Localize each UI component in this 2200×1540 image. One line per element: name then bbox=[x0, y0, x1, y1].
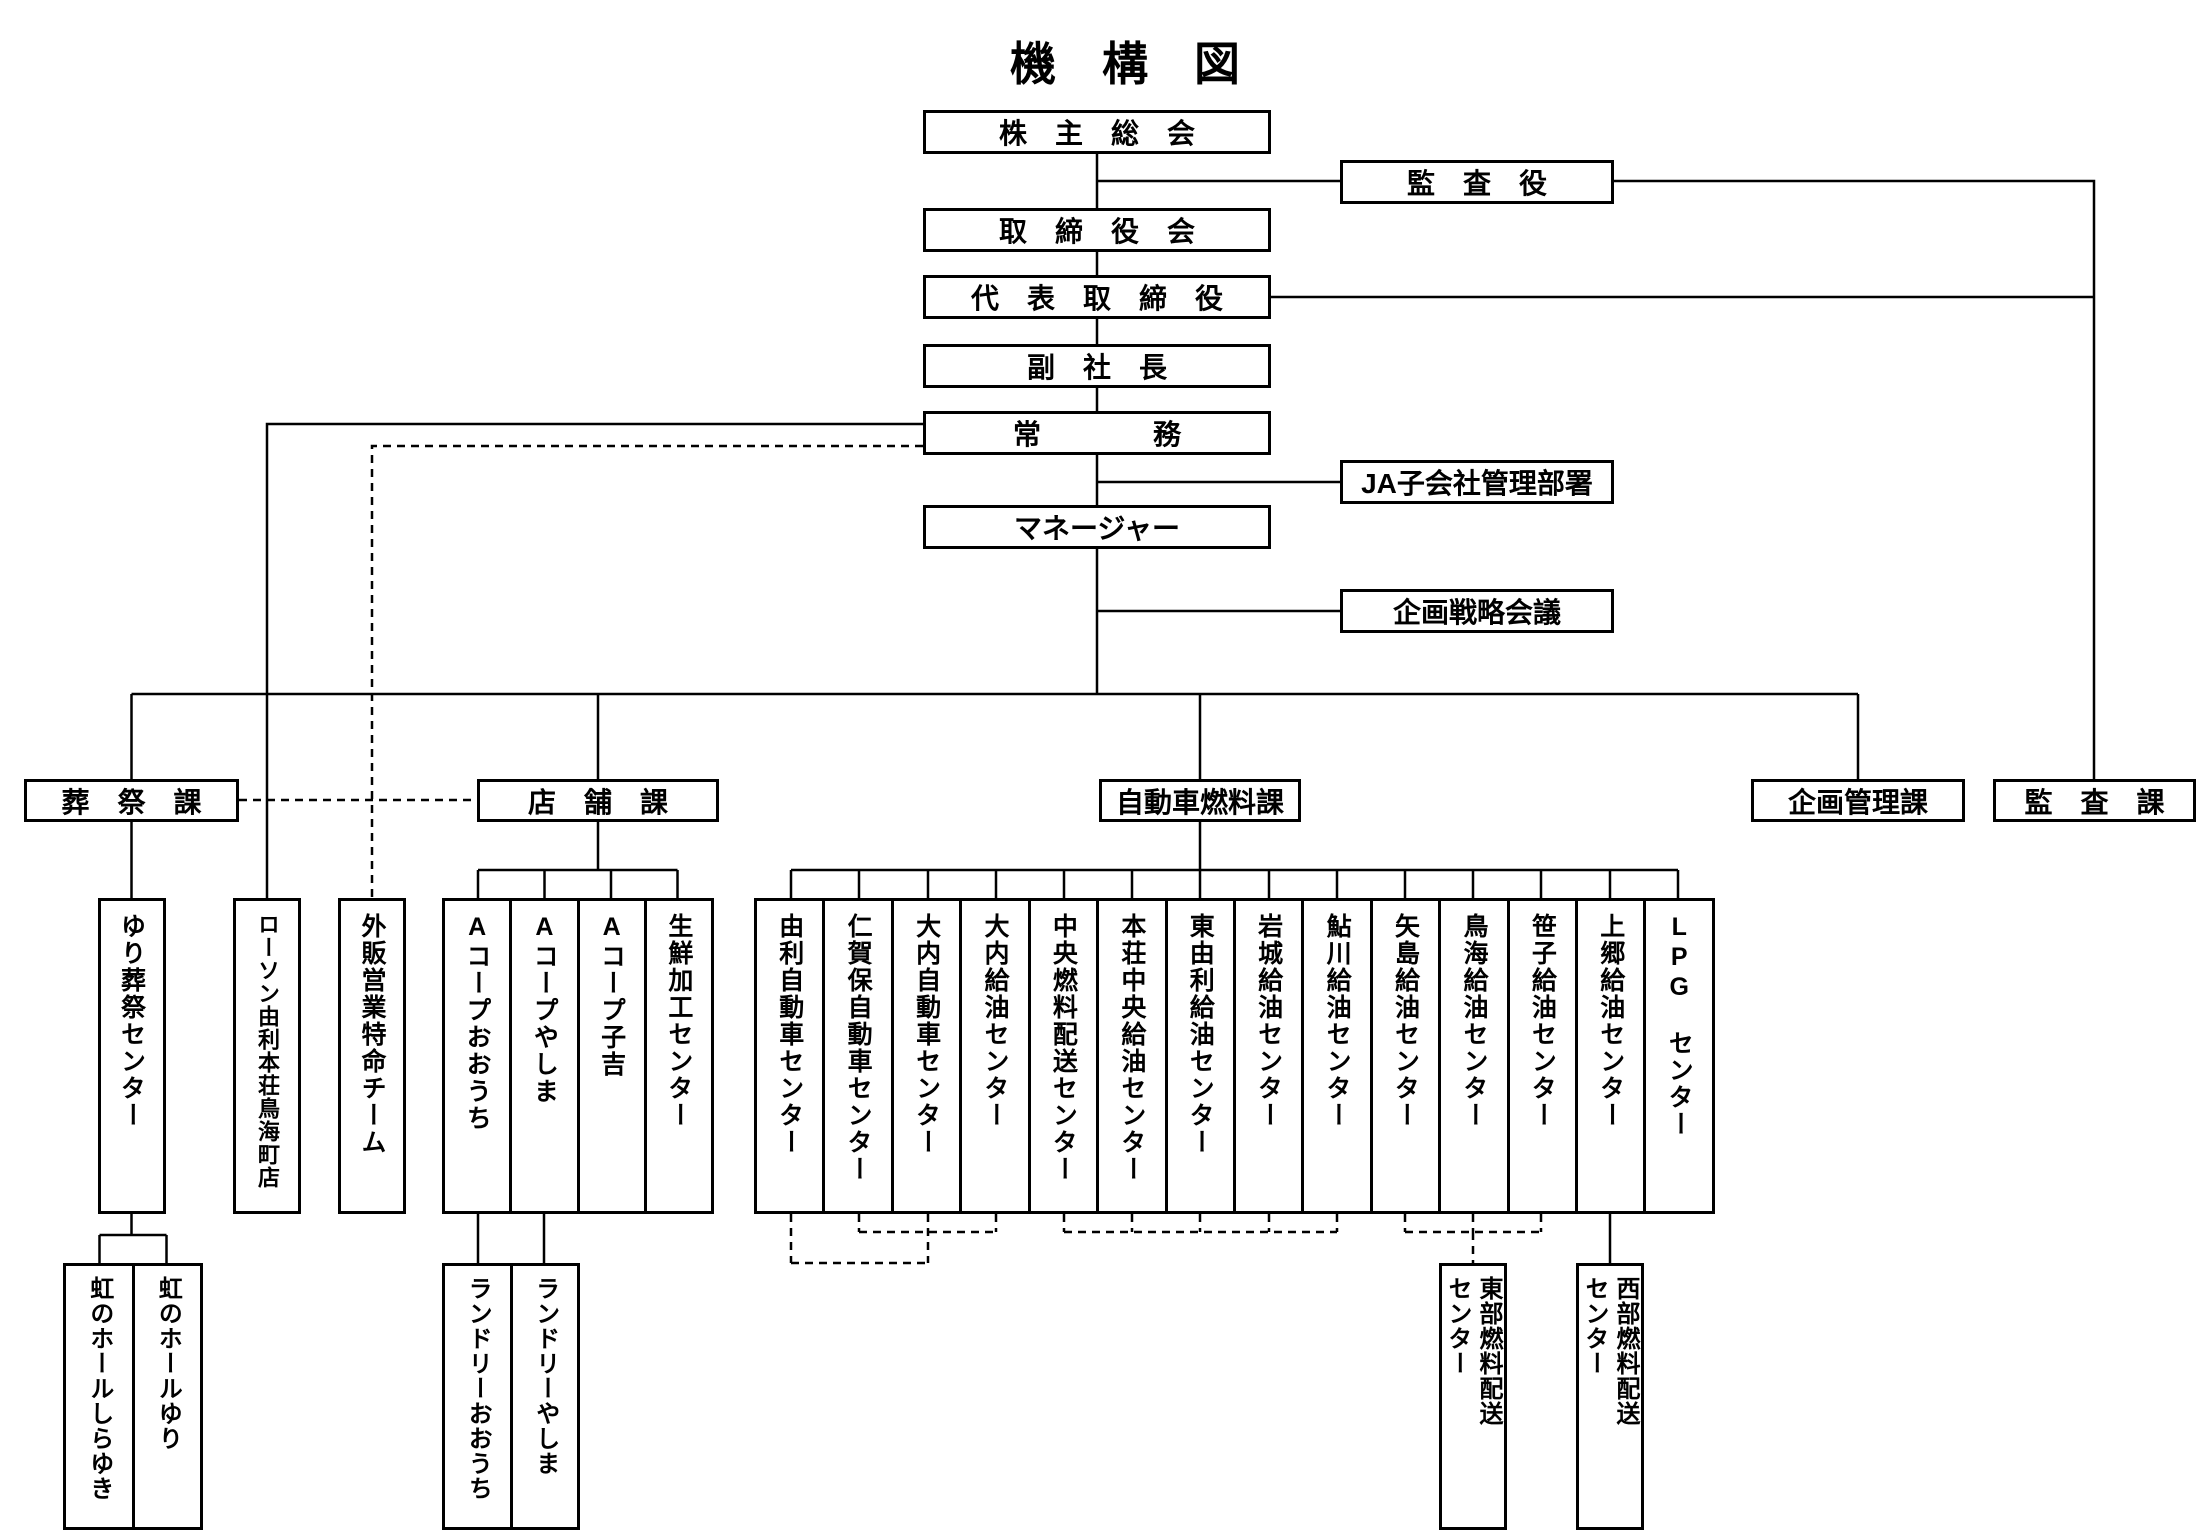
box-board-of-directors: 取 締 役 会 bbox=[923, 208, 1271, 252]
box-representative-director: 代 表 取 締 役 bbox=[923, 275, 1271, 319]
yuri-funeral-center-label: ゆり葬祭センター bbox=[117, 913, 146, 1129]
box-acoop-koyoshi: Aコープ子吉 bbox=[576, 901, 644, 1211]
west-fuel-delivery-label: 西部燃料配送センター bbox=[1581, 1276, 1639, 1426]
box-kamigo-fuel-station: 上郷給油センター bbox=[1575, 901, 1643, 1211]
box-planning-management-section: 企画管理課 bbox=[1751, 779, 1965, 822]
solid-connectors bbox=[98, 154, 2096, 1263]
box-iwaki-fuel-station: 岩城給油センター bbox=[1232, 901, 1301, 1211]
box-honjo-central-fuel-station: 本荘中央給油センター bbox=[1096, 901, 1164, 1211]
box-store-section: 店 舗 課 bbox=[477, 779, 719, 822]
box-sasago-fuel-station: 笹子給油センター bbox=[1506, 901, 1575, 1211]
box-yuri-auto-center: 由利自動車センター bbox=[775, 913, 804, 1156]
box-east-fuel-delivery-center: 東部燃料配送センター bbox=[1439, 1263, 1507, 1530]
box-auditor: 監 査 役 bbox=[1340, 160, 1614, 204]
box-yashima-fuel-station: 矢島給油センター bbox=[1369, 901, 1438, 1211]
box-laundry-oouchi: ランドリーおおうち bbox=[464, 1276, 492, 1501]
box-auto-fuel-section: 自動車燃料課 bbox=[1099, 779, 1301, 822]
box-shareholders-meeting: 株 主 総 会 bbox=[923, 110, 1271, 154]
box-acoop-oouchi: Aコープおおうち bbox=[463, 913, 492, 1132]
box-ja-subsidiary-dept: JA子会社管理部署 bbox=[1340, 460, 1614, 504]
box-west-fuel-delivery-center: 西部燃料配送センター bbox=[1576, 1263, 1644, 1530]
box-hall-shirayuki: 虹のホールしらゆき bbox=[85, 1276, 113, 1501]
box-acoop-yashima: Aコープやしま bbox=[509, 901, 576, 1211]
dashed-connectors bbox=[239, 444, 1543, 1265]
west-fuel-delivery-cell: 西部燃料配送センター bbox=[1579, 1266, 1641, 1527]
box-vice-president: 副 社 長 bbox=[923, 344, 1271, 388]
box-special-sales-team: 外販営業特命チーム bbox=[338, 898, 406, 1214]
box-central-fuel-delivery-center: 中央燃料配送センター bbox=[1027, 901, 1096, 1211]
box-ayukawa-fuel-station: 鮎川給油センター bbox=[1301, 901, 1369, 1211]
box-audit-section: 監 査 課 bbox=[1993, 779, 2196, 822]
east-fuel-delivery-cell: 東部燃料配送センター bbox=[1442, 1266, 1504, 1527]
box-hall-yuri: 虹のホールゆり bbox=[131, 1266, 201, 1527]
store-children-row: Aコープおおうち Aコープやしま Aコープ子吉 生鮮加工センター bbox=[442, 898, 714, 1214]
box-nikaho-auto-center: 仁賀保自動車センター bbox=[822, 901, 890, 1211]
box-planning-strategy-meeting: 企画戦略会議 bbox=[1340, 589, 1614, 633]
box-manager: マネージャー bbox=[923, 505, 1271, 549]
box-ouchi-fuel-station: 大内給油センター bbox=[959, 901, 1027, 1211]
lawson-store-label: ローソン由利本荘鳥海町店 bbox=[255, 913, 280, 1189]
special-sales-team-label: 外販営業特命チーム bbox=[358, 913, 386, 1156]
funeral-halls-row: 虹のホールしらゆき 虹のホールゆり bbox=[63, 1263, 203, 1530]
box-managing-director: 常 務 bbox=[923, 411, 1271, 455]
box-chokai-fuel-station: 鳥海給油センター bbox=[1438, 901, 1506, 1211]
box-lpg-center: LPG センター bbox=[1643, 901, 1711, 1211]
box-fresh-processing-center: 生鮮加工センター bbox=[643, 901, 711, 1211]
box-higashiyuri-fuel-station: 東由利給油センター bbox=[1164, 901, 1233, 1211]
laundry-row: ランドリーおおうち ランドリーやしま bbox=[442, 1263, 580, 1530]
box-ouchi-auto-center: 大内自動車センター bbox=[890, 901, 959, 1211]
box-funeral-section: 葬 祭 課 bbox=[24, 779, 239, 822]
box-laundry-yashima: ランドリーやしま bbox=[509, 1266, 578, 1527]
chart-title: 機 構 図 bbox=[1010, 38, 1240, 90]
east-fuel-delivery-label: 東部燃料配送センター bbox=[1444, 1276, 1502, 1426]
box-yuri-funeral-center: ゆり葬祭センター bbox=[97, 898, 166, 1214]
box-lawson-store: ローソン由利本荘鳥海町店 bbox=[233, 898, 301, 1214]
fuel-children-row: 由利自動車センター 仁賀保自動車センター 大内自動車センター 大内給油センター … bbox=[754, 898, 1715, 1214]
